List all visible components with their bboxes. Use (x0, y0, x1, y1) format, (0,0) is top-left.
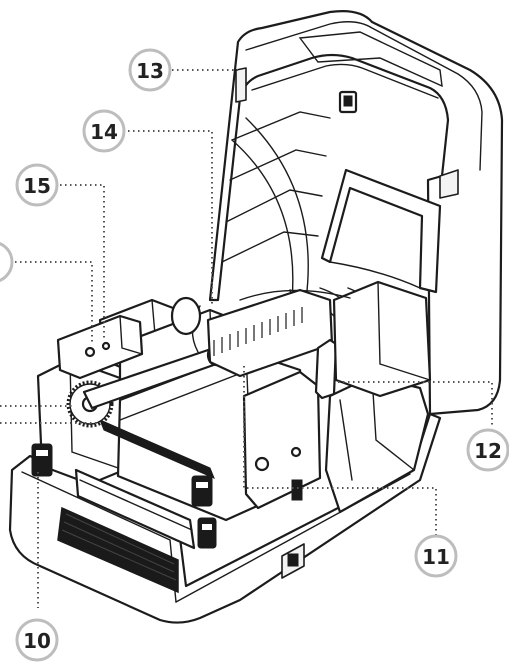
callout-11-label: 11 (422, 545, 450, 569)
callout-14-label: 14 (90, 120, 118, 144)
top-cover (208, 10, 504, 416)
callout-15-label: 15 (23, 174, 51, 198)
feed-button-icon (101, 341, 111, 351)
led-icon (84, 346, 96, 358)
callout-14: 14 (82, 109, 126, 153)
callout-12-label: 12 (474, 439, 502, 463)
callout-13-label: 13 (136, 59, 164, 83)
front-panel (56, 314, 144, 380)
media-holder (170, 280, 432, 400)
leader-lines (0, 69, 493, 608)
callout-partial-left (0, 242, 14, 282)
callout-10-label: 10 (23, 629, 51, 653)
printer-base (8, 374, 442, 624)
callout-11: 11 (414, 534, 458, 578)
callout-13: 13 (128, 48, 172, 92)
callout-15: 15 (15, 163, 59, 207)
callout-12: 12 (466, 428, 509, 472)
callout-10: 10 (15, 618, 59, 662)
